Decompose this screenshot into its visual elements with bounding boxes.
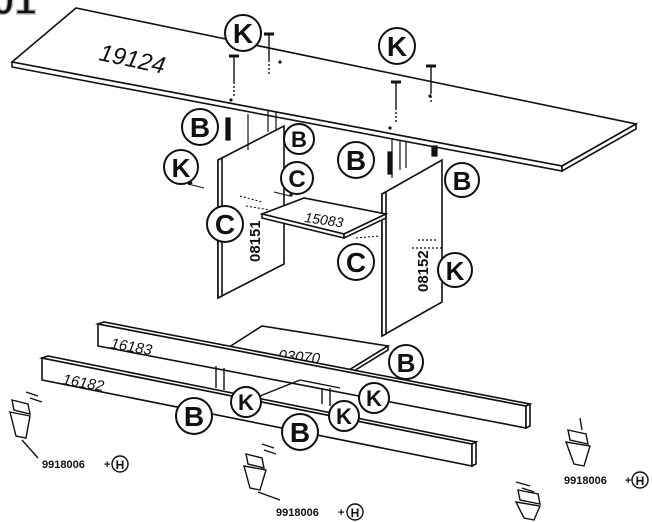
callout-k-text: K — [387, 31, 407, 62]
callout-b-text: B — [453, 166, 472, 196]
callout-k: K — [328, 400, 360, 432]
foot-code-right: 9918006 + H — [564, 471, 649, 489]
callout-b: B — [281, 413, 319, 451]
callout-b-text: B — [184, 401, 204, 432]
callout-c-text: C — [346, 247, 366, 278]
callout-k: K — [378, 27, 416, 65]
callout-k-text: K — [366, 386, 382, 411]
callout-k: K — [437, 252, 473, 288]
foot-code-text: 9918006 — [276, 507, 319, 519]
foot-left — [9, 391, 43, 459]
callout-b: B — [444, 162, 480, 198]
callout-k: K — [224, 14, 262, 52]
callout-b: B — [337, 141, 375, 179]
foot-middle — [243, 443, 281, 501]
foot-right-upper — [564, 417, 591, 467]
part-label-left-side: 08151 — [247, 220, 264, 262]
foot-code-text: 9918006 — [42, 459, 85, 471]
callout-h-text: H — [116, 458, 125, 472]
callout-k: K — [163, 149, 199, 185]
callout-k-text: K — [238, 390, 254, 415]
callout-b-text: B — [290, 417, 310, 448]
back-rail — [94, 321, 533, 430]
callout-c: C — [280, 161, 314, 195]
step-number-text: 01 — [0, 0, 37, 23]
callout-c-text: C — [288, 166, 305, 193]
callout-b-text: B — [346, 145, 366, 176]
callout-k-text: K — [172, 153, 191, 183]
foot-code-text: 9918006 — [564, 475, 607, 487]
callout-k-text: K — [233, 18, 253, 49]
callout-b: B — [283, 123, 315, 155]
foot-right-lower — [514, 481, 541, 521]
step-number: 01 — [0, 0, 37, 24]
callout-b-text: B — [397, 348, 416, 378]
callout-k-text: K — [336, 404, 352, 429]
callout-b: B — [175, 397, 213, 435]
callout-k: K — [230, 386, 262, 418]
callout-c: C — [337, 243, 375, 281]
callout-b: B — [181, 108, 219, 146]
shelf-guides — [187, 180, 381, 239]
callout-b: B — [388, 344, 424, 380]
right-side-dowels — [387, 138, 442, 249]
callout-k: K — [358, 382, 390, 414]
foot-code-middle: 9918006 + H — [276, 503, 364, 521]
shelf-panel — [259, 197, 389, 240]
callout-circle — [631, 471, 649, 489]
callout-circle — [346, 503, 364, 521]
callout-k-text: K — [446, 256, 465, 286]
left-side-dowels — [225, 110, 277, 150]
foot-code-left: 9918006 + H — [42, 455, 129, 473]
callout-c: C — [206, 205, 244, 243]
part-label-shelf: 15083 — [304, 209, 345, 230]
foot-code-plus: + — [338, 507, 344, 519]
callout-h-text: H — [351, 506, 360, 520]
callout-b-text: B — [291, 127, 307, 152]
callout-circle — [111, 455, 129, 473]
part-label-right-side: 08152 — [415, 250, 432, 292]
top-screws — [229, 32, 436, 122]
top-panel — [10, 7, 639, 173]
foot-code-plus: + — [104, 459, 110, 471]
foot-code-plus: + — [625, 475, 631, 487]
bottom-support — [215, 366, 341, 406]
callout-c-text: C — [215, 209, 235, 240]
callout-b-text: B — [190, 112, 210, 143]
left-side-panel — [217, 124, 285, 300]
callout-h-text: H — [636, 474, 645, 488]
